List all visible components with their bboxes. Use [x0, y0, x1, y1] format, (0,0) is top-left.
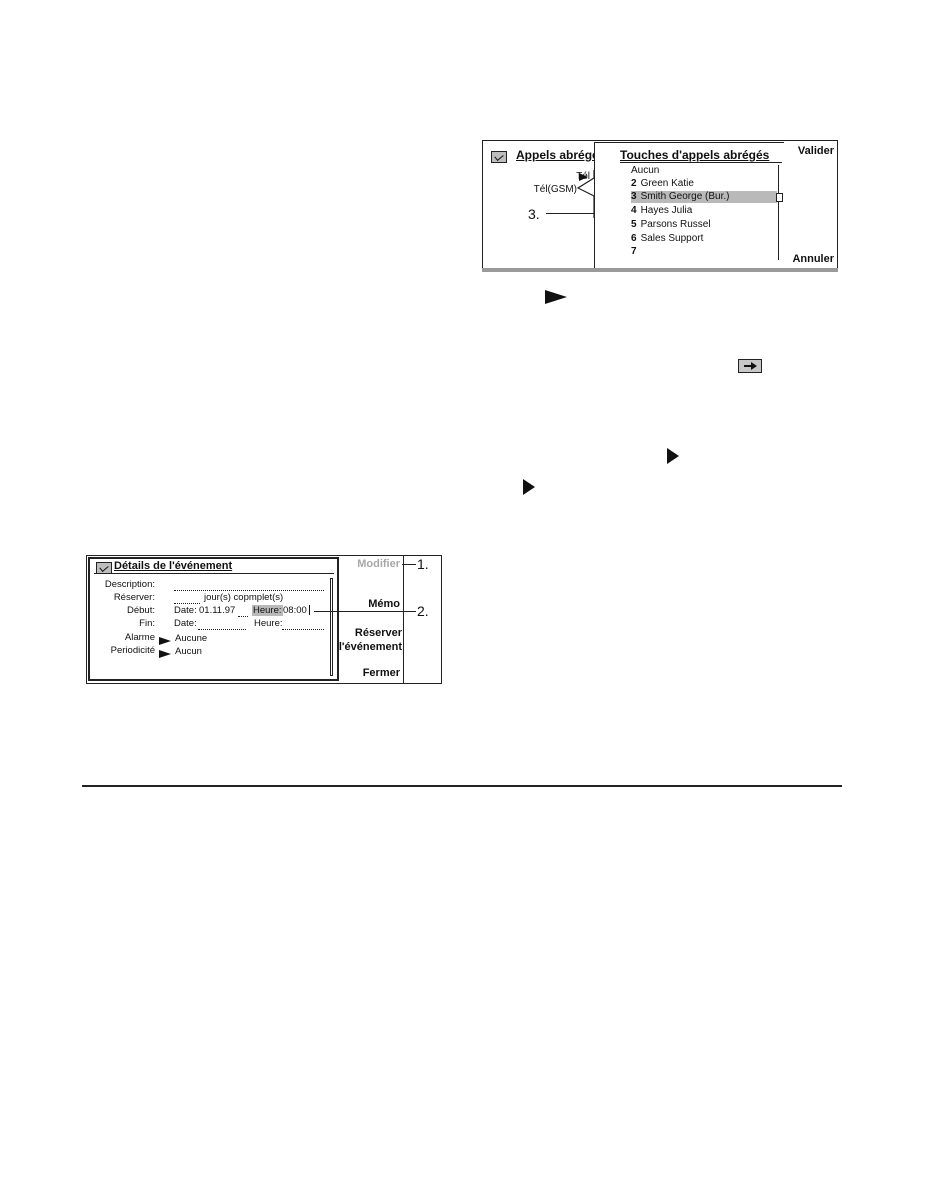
description-label: Description:	[104, 579, 155, 590]
alarme-value[interactable]: Aucune	[175, 633, 208, 644]
popup-title: Touches d'appels abrégés	[620, 148, 770, 162]
callout-3-line	[546, 213, 598, 214]
periodicite-label: Periodicité	[110, 645, 155, 656]
callout-1-line	[402, 564, 416, 565]
reserver-days-field[interactable]	[174, 594, 200, 604]
fin-date-field[interactable]	[198, 620, 246, 630]
reserver-softkey-line1: Réserver	[354, 627, 402, 639]
valider-softkey[interactable]: Valider	[797, 145, 834, 157]
app-icon	[491, 151, 507, 163]
memo-softkey[interactable]: Mémo	[368, 598, 400, 610]
event-details-panel	[88, 557, 339, 681]
fin-heure-label: Heure:	[254, 618, 283, 629]
popup-scrollbar[interactable]	[778, 165, 779, 260]
text-cursor	[309, 605, 310, 615]
list-item[interactable]: 7	[631, 246, 637, 257]
callout-3: 3.	[528, 206, 540, 222]
debut-label: Début:	[127, 605, 155, 616]
fin-label: Fin:	[139, 618, 155, 629]
play-arrow-icon	[667, 448, 679, 464]
list-item[interactable]: Aucun	[631, 165, 660, 176]
field-label-tel-gsm: Tél(GSM)	[533, 184, 577, 195]
debut-date-filler	[238, 607, 248, 617]
reserver-unit: jour(s) copmplet(s)	[204, 592, 284, 603]
callout-2: 2.	[417, 603, 429, 619]
debut-heure-label: Heure:	[252, 605, 283, 616]
dropdown-arrow-icon[interactable]	[159, 650, 171, 658]
callout-1: 1.	[417, 556, 429, 572]
reserver-label: Réserver:	[113, 592, 155, 603]
forward-arrow-button-icon	[738, 359, 762, 373]
periodicite-value[interactable]: Aucun	[175, 646, 202, 657]
popup-title-underline	[620, 162, 782, 163]
reserver-evenement-softkey[interactable]: Réserver l'événement	[338, 626, 402, 654]
annuler-softkey[interactable]: Annuler	[792, 253, 834, 265]
debut-date-label: Date:	[174, 605, 197, 616]
screen-bottom-strip	[482, 268, 838, 272]
popup-scrollbar-thumb[interactable]	[776, 193, 783, 202]
modifier-softkey[interactable]: Modifier	[357, 558, 400, 570]
fin-heure-field[interactable]	[282, 620, 324, 630]
right-arrow-icon	[545, 290, 567, 304]
title-underline	[94, 573, 334, 574]
fermer-softkey[interactable]: Fermer	[362, 667, 400, 679]
speed-dial-title: Appels abrégés	[516, 148, 606, 162]
debut-heure-field[interactable]: 08:00	[283, 605, 307, 616]
event-scrollbar[interactable]	[330, 578, 333, 676]
event-details-screen	[86, 555, 442, 684]
play-arrow-icon	[523, 479, 535, 495]
callout-2-line	[314, 611, 416, 612]
description-field[interactable]	[174, 581, 324, 591]
debut-date-field[interactable]: 01.11.97	[199, 605, 236, 616]
alarme-label: Alarme	[124, 632, 155, 643]
dropdown-arrow-icon[interactable]	[159, 637, 171, 645]
event-details-title: Détails de l'événement	[114, 560, 233, 572]
speed-dial-popup	[594, 142, 784, 268]
softkey-separator	[403, 555, 404, 684]
reserver-softkey-line2: l'événement	[338, 641, 402, 653]
page-divider	[82, 785, 842, 787]
fin-date-label: Date:	[174, 618, 197, 629]
dropdown-arrow-icon[interactable]	[579, 173, 588, 181]
